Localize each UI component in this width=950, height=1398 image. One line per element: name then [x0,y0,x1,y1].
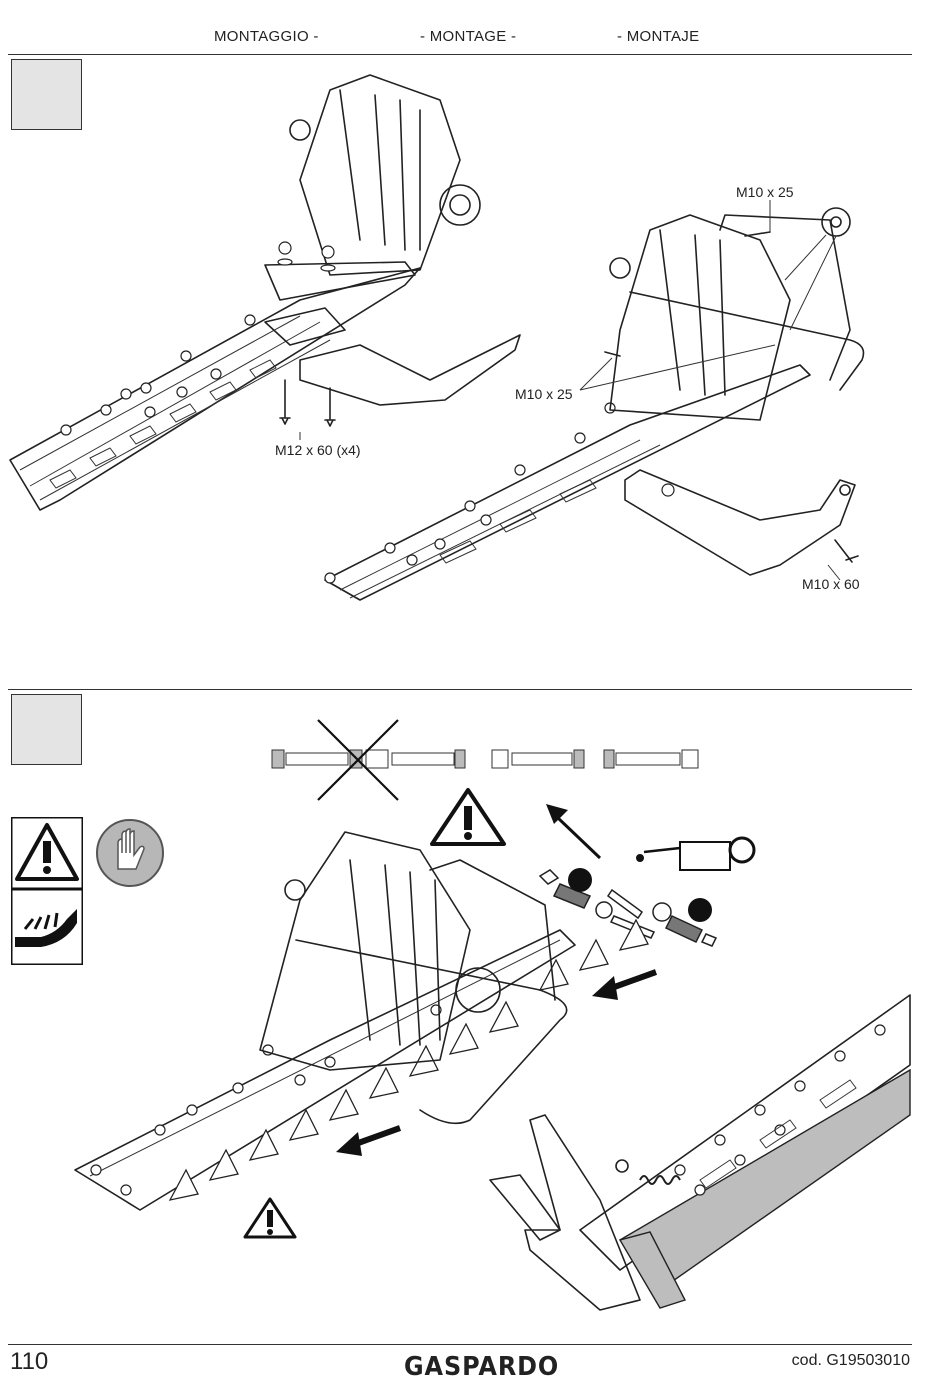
brand-logo: GASPARDO [404,1352,559,1382]
page-number: 110 [10,1348,48,1376]
document-code: cod. G19503010 [792,1352,910,1370]
footer-rule [8,1344,912,1345]
